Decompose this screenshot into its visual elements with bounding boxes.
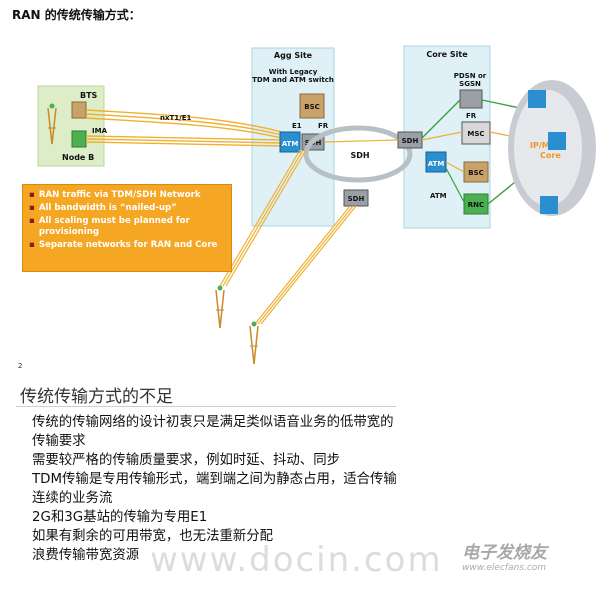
agg-atm-label: ATM: [282, 140, 299, 148]
core-sdh-label: SDH: [402, 137, 419, 145]
bts-site-box: [37, 85, 105, 167]
legacy-label-2: TDM and ATM switch: [252, 76, 334, 84]
docin-watermark: www.docin.com: [150, 540, 443, 580]
list-item: 如果有剩余的可用带宽，也无法重新分配: [32, 529, 274, 544]
tower-uplinks: [219, 149, 357, 325]
msc-icon: [461, 121, 491, 145]
info-bullet: ▪Separate networks for RAN and Core: [29, 240, 218, 250]
e1-label: E1: [292, 122, 302, 130]
brand-name: 电子发烧友: [462, 543, 547, 563]
agg-atm-switch-icon: [279, 131, 301, 153]
router-icon: [528, 90, 546, 108]
info-bullet: ▪RAN traffic via TDM/SDH Network: [29, 190, 201, 200]
nodeb-label: Node B: [62, 153, 94, 162]
core-site-label: Core Site: [426, 50, 468, 59]
list-item: TDM传输是专用传输形式，端到端之间为静态占用，适合传输连续的业务流: [32, 472, 397, 506]
heading-divider: [16, 406, 396, 407]
agg-bsc-label: BSC: [304, 103, 320, 111]
cloud-label-2: Core: [540, 151, 561, 160]
bts-label: BTS: [80, 91, 98, 100]
link-label: nxT1/E1: [160, 114, 191, 122]
router-icon: [540, 196, 558, 214]
sdh-ring: [303, 125, 413, 183]
info-bullet: ▪All bandwidth is “nailed-up”: [29, 203, 177, 213]
agg-bsc-icon: [299, 93, 325, 119]
pdsn-sgsn-icon: [459, 89, 483, 109]
bts-equipment-icon: [71, 101, 87, 119]
slide-number: 2: [18, 362, 23, 370]
core-atm-inner-label: ATM: [428, 160, 445, 168]
nxt1-e1-links: [85, 109, 283, 147]
info-box: ▪RAN traffic via TDM/SDH Network ▪All ba…: [22, 184, 232, 272]
points-list: 传统的传输网络的设计初衷只是满足类似语音业务的低带宽的传输要求 需要较严格的传输…: [32, 413, 402, 565]
router-icon: [548, 132, 566, 150]
core-links: [323, 99, 521, 205]
sdh-ring-label: SDH: [350, 151, 369, 160]
tower-icon: [47, 103, 57, 145]
list-item: 浪费传输带宽资源: [32, 548, 140, 563]
ran-network-diagram: Agg Site With Legacy TDM and ATM switch …: [37, 45, 596, 365]
pdsn-label-2: SGSN: [459, 80, 481, 88]
info-bullet: ▪All scaling must be planned for provisi…: [29, 216, 190, 237]
list-item: 传统的传输网络的设计初衷只是满足类似语音业务的低带宽的传输要求: [32, 415, 394, 449]
page-title: RAN 的传统传输方式：: [12, 8, 141, 22]
remote-tower-icon: [215, 285, 225, 329]
legacy-label-1: With Legacy: [269, 68, 318, 76]
brand-url: www.elecfans.com: [462, 563, 547, 573]
msc-label: MSC: [467, 130, 484, 138]
remote-tower-icon: [249, 321, 259, 365]
core-bsc-label: BSC: [468, 169, 484, 177]
pdsn-label-1: PDSN or: [454, 72, 487, 80]
list-item: 2G和3G基站的传输为专用E1: [32, 510, 208, 525]
agg-site-label: Agg Site: [274, 51, 313, 60]
fr-left-label: FR: [318, 122, 329, 130]
list-item: 需要较严格的传输质量要求，例如时延、抖动、同步: [32, 453, 340, 468]
core-atm-label: ATM: [430, 192, 447, 200]
rnc-label: RNC: [468, 201, 484, 209]
nodeb-equipment-icon: [71, 130, 87, 148]
fr-right-label: FR: [466, 112, 477, 120]
elecfans-brand: 电子发烧友 www.elecfans.com: [462, 538, 547, 573]
bottom-sdh-label: SDH: [348, 195, 365, 203]
ima-label: IMA: [92, 127, 108, 135]
section-heading: 传统传输方式的不足: [20, 387, 173, 407]
